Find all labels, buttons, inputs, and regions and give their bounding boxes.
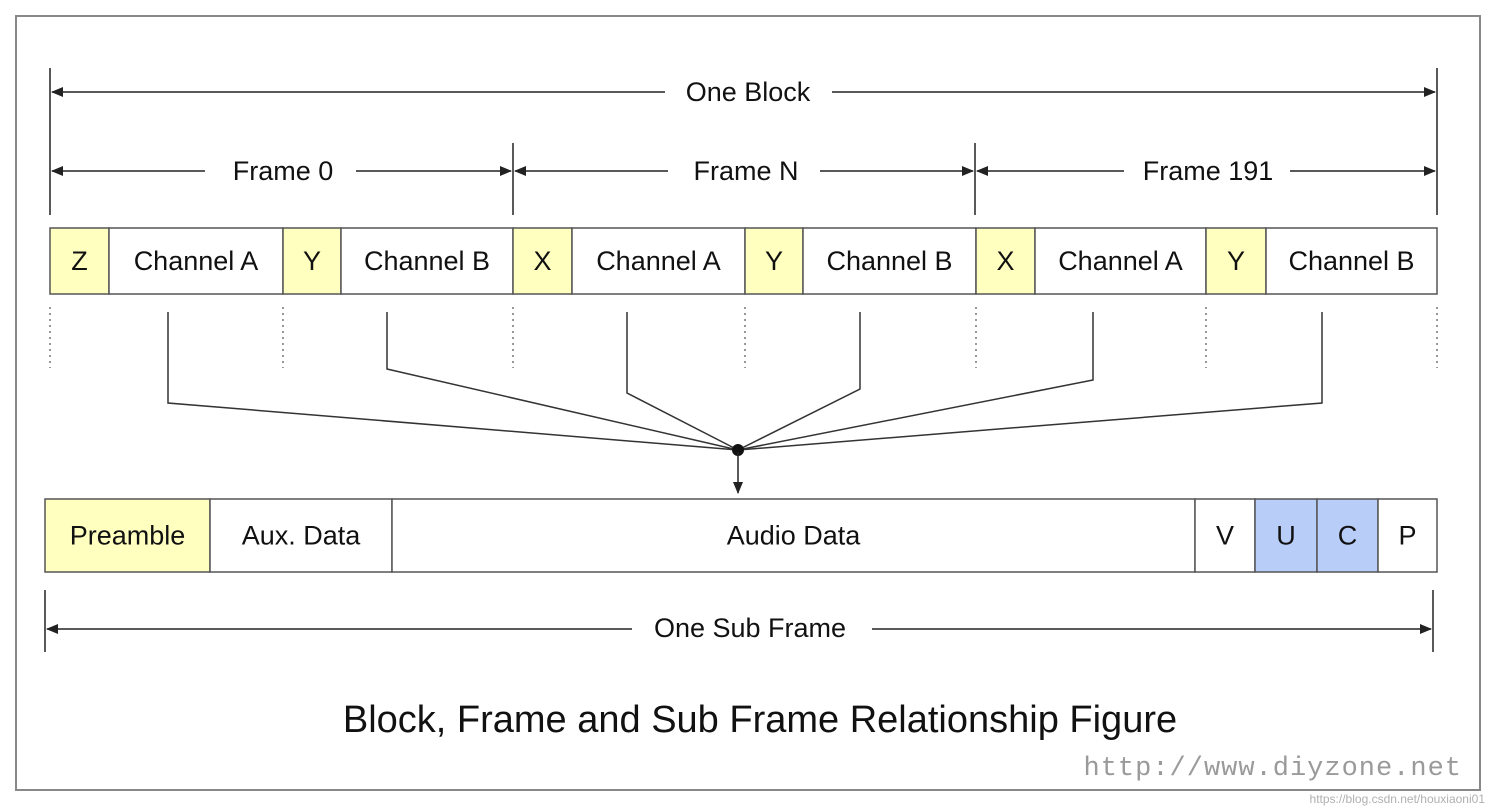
block-segment-y-label: Y bbox=[303, 246, 321, 276]
subframe-segment-v-label: V bbox=[1216, 521, 1234, 551]
subframe-segment-preamble-cell bbox=[44, 498, 211, 573]
block-segment-channel-a-cell bbox=[108, 227, 284, 295]
junction-dot bbox=[732, 444, 744, 456]
subframe-segment-aux-data-label: Aux. Data bbox=[242, 521, 362, 551]
block-segment-x-label: X bbox=[533, 246, 551, 276]
block-segment-channel-b-label: Channel B bbox=[826, 246, 952, 276]
block-segment-x-cell bbox=[975, 227, 1036, 295]
subframe-segment-c-cell bbox=[1316, 498, 1379, 573]
block-segment-z-cell bbox=[49, 227, 110, 295]
block-segment-x-cell bbox=[512, 227, 573, 295]
block-segment-channel-a-cell bbox=[1034, 227, 1207, 295]
subframe-segment-v-cell bbox=[1194, 498, 1256, 573]
block-segment-y-cell bbox=[744, 227, 804, 295]
subframe-segment-aux-data-cell bbox=[209, 498, 393, 573]
block-segment-channel-a-label: Channel A bbox=[596, 246, 721, 276]
block-segment-row: Z Channel A Y Channel B X Channel A Y Channel B… bbox=[49, 227, 1438, 295]
block-segment-channel-b-label: Channel B bbox=[1288, 246, 1414, 276]
block-span-label: One Block bbox=[686, 77, 811, 107]
block-segment-x-label: X bbox=[996, 246, 1014, 276]
frame-0-label: Frame 0 bbox=[233, 156, 334, 186]
frame-191-label: Frame 191 bbox=[1143, 156, 1274, 186]
blog-watermark: https://blog.csdn.net/houxiaoni01 bbox=[1310, 792, 1486, 806]
block-span bbox=[49, 68, 1438, 215]
subframe-segment-row: Preamble Aux. Data Audio Data V U C P bbox=[44, 498, 1438, 573]
subframe-segment-p-cell bbox=[1377, 498, 1438, 573]
diagram-title: Block, Frame and Sub Frame Relationship … bbox=[343, 699, 1177, 741]
block-segment-y-cell bbox=[1205, 227, 1267, 295]
subframe-segment-audio-data-cell bbox=[391, 498, 1196, 573]
block-segment-y-cell bbox=[282, 227, 342, 295]
block-segment-z-label: Z bbox=[71, 246, 88, 276]
channel-connectors bbox=[167, 312, 1323, 451]
subframe-segment-audio-data-label: Audio Data bbox=[727, 521, 862, 551]
frame-n-label: Frame N bbox=[693, 156, 798, 186]
subframe-segment-c-label: C bbox=[1338, 521, 1358, 551]
block-segment-y-label: Y bbox=[1227, 246, 1245, 276]
block-segment-channel-a-label: Channel A bbox=[134, 246, 259, 276]
outer-border bbox=[15, 15, 1481, 791]
subframe-span-label: One Sub Frame bbox=[654, 613, 846, 643]
block-segment-channel-b-cell bbox=[1265, 227, 1438, 295]
block-segment-channel-a-label: Channel A bbox=[1058, 246, 1183, 276]
subframe-segment-preamble-label: Preamble bbox=[70, 521, 186, 551]
block-segment-channel-b-label: Channel B bbox=[364, 246, 490, 276]
dotted-separators bbox=[49, 307, 1438, 368]
site-watermark: http://www.diyzone.net bbox=[1084, 754, 1462, 784]
subframe-segment-u-cell bbox=[1254, 498, 1318, 573]
subframe-span bbox=[44, 590, 1434, 652]
subframe-segment-u-label: U bbox=[1276, 521, 1296, 551]
frame-spans bbox=[51, 143, 1436, 215]
block-segment-channel-a-cell bbox=[571, 227, 746, 295]
block-segment-y-label: Y bbox=[765, 246, 783, 276]
subframe-segment-p-label: P bbox=[1398, 521, 1416, 551]
block-segment-channel-b-cell bbox=[340, 227, 514, 295]
